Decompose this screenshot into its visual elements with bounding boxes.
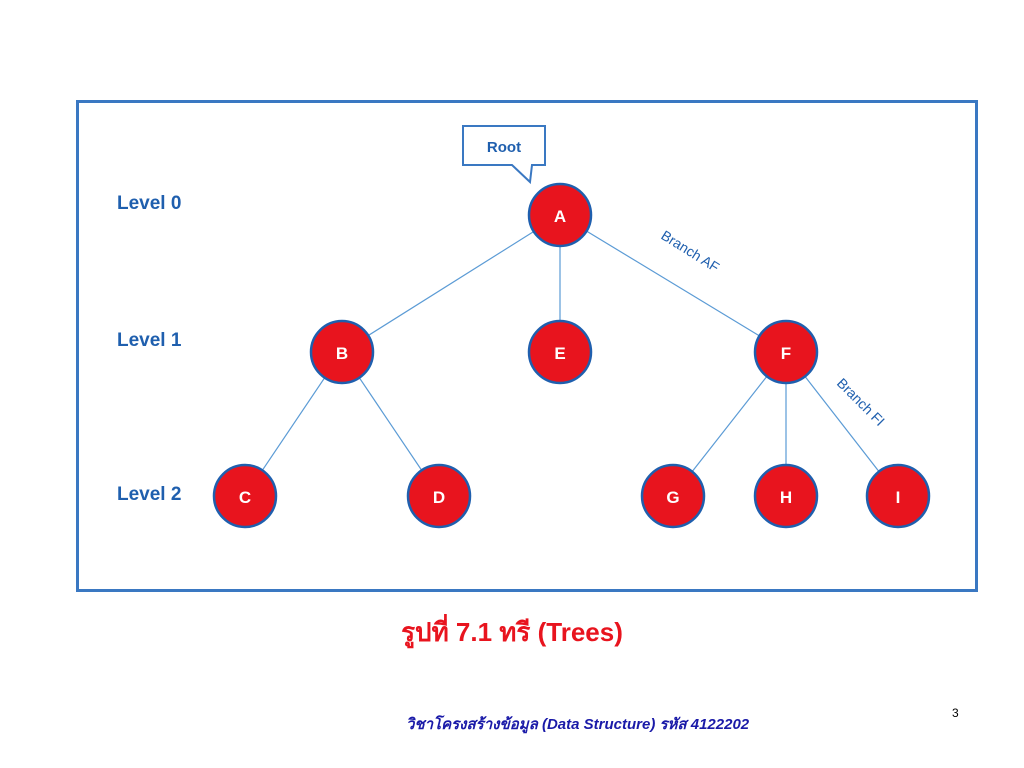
node-g-label: G [666,488,679,507]
node-h [753,463,819,529]
node-e [527,319,593,385]
node-b-label: B [336,344,348,363]
node-g [640,463,706,529]
level-1-label: Level 1 [117,330,182,351]
node-b [309,319,375,385]
level-2-label: Level 2 [117,484,182,505]
root-callout-label: Root [487,139,521,156]
figure-caption: รูปที่ 7.1 ทรี (Trees) [401,617,623,647]
node-f [753,319,819,385]
edge-a-b [341,214,561,353]
page-number: 3 [952,706,959,720]
node-a [527,182,593,248]
diagram-frame [76,100,978,592]
node-h-label: H [780,488,792,507]
level-0-label: Level 0 [117,193,182,214]
node-d [406,463,472,529]
node-c-label: C [239,488,251,507]
edge-a-f [559,214,787,353]
node-a-label: A [554,207,566,226]
node-c [212,463,278,529]
node-i-label: I [896,488,901,507]
branch-fi-label: Branch FI [834,375,888,429]
node-d-label: D [433,488,445,507]
branch-af-label: Branch AF [658,227,722,275]
node-f-label: F [781,344,791,363]
node-i [865,463,931,529]
root-callout: Root [462,125,546,185]
node-e-label: E [554,344,565,363]
course-footer: วิชาโครงสร้างข้อมูล (Data Structure) รหั… [406,716,750,733]
